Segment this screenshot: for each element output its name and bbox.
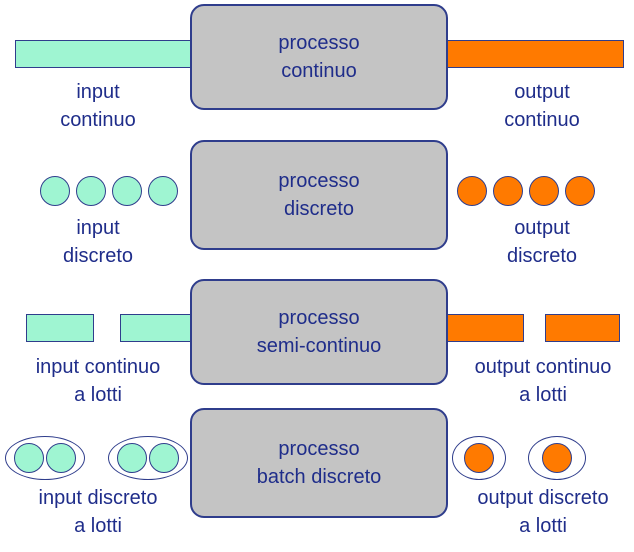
input-discrete-item — [46, 443, 76, 473]
process-label-line1: processo — [278, 307, 360, 329]
output-discrete-item — [457, 176, 487, 206]
process-label-line2: batch discreto — [256, 466, 382, 488]
process-label-line1: processo — [278, 32, 360, 54]
input-discrete-item — [76, 176, 106, 206]
process-label-line2: discreto — [283, 198, 355, 220]
input-discrete-item — [40, 176, 70, 206]
output-discrete-item — [542, 443, 572, 473]
process-label-line1: processo — [278, 170, 360, 192]
process-box-discrete: processo discreto — [190, 140, 448, 250]
input-discrete-item — [148, 176, 178, 206]
process-label-line1: processo — [278, 438, 360, 460]
output-discrete-item — [464, 443, 494, 473]
output-batch-bar — [545, 314, 620, 342]
process-box-continuous: processo continuo — [190, 4, 448, 110]
input-discrete-item — [117, 443, 147, 473]
output-batch-bar — [444, 314, 524, 342]
input-batch-bar — [26, 314, 94, 342]
process-label-line2: continuo — [281, 60, 357, 82]
process-box-semi-continuous: processo semi-continuo — [190, 279, 448, 385]
process-label-line2: semi-continuo — [256, 335, 382, 357]
output-discrete-item — [493, 176, 523, 206]
output-discrete-item — [565, 176, 595, 206]
process-box-batch-discrete: processo batch discreto — [190, 408, 448, 518]
input-discrete-item — [149, 443, 179, 473]
output-discrete-item — [529, 176, 559, 206]
input-discrete-item — [14, 443, 44, 473]
input-discrete-item — [112, 176, 142, 206]
input-continuous-bar — [15, 40, 195, 68]
output-continuous-bar — [444, 40, 624, 68]
input-batch-bar — [120, 314, 195, 342]
